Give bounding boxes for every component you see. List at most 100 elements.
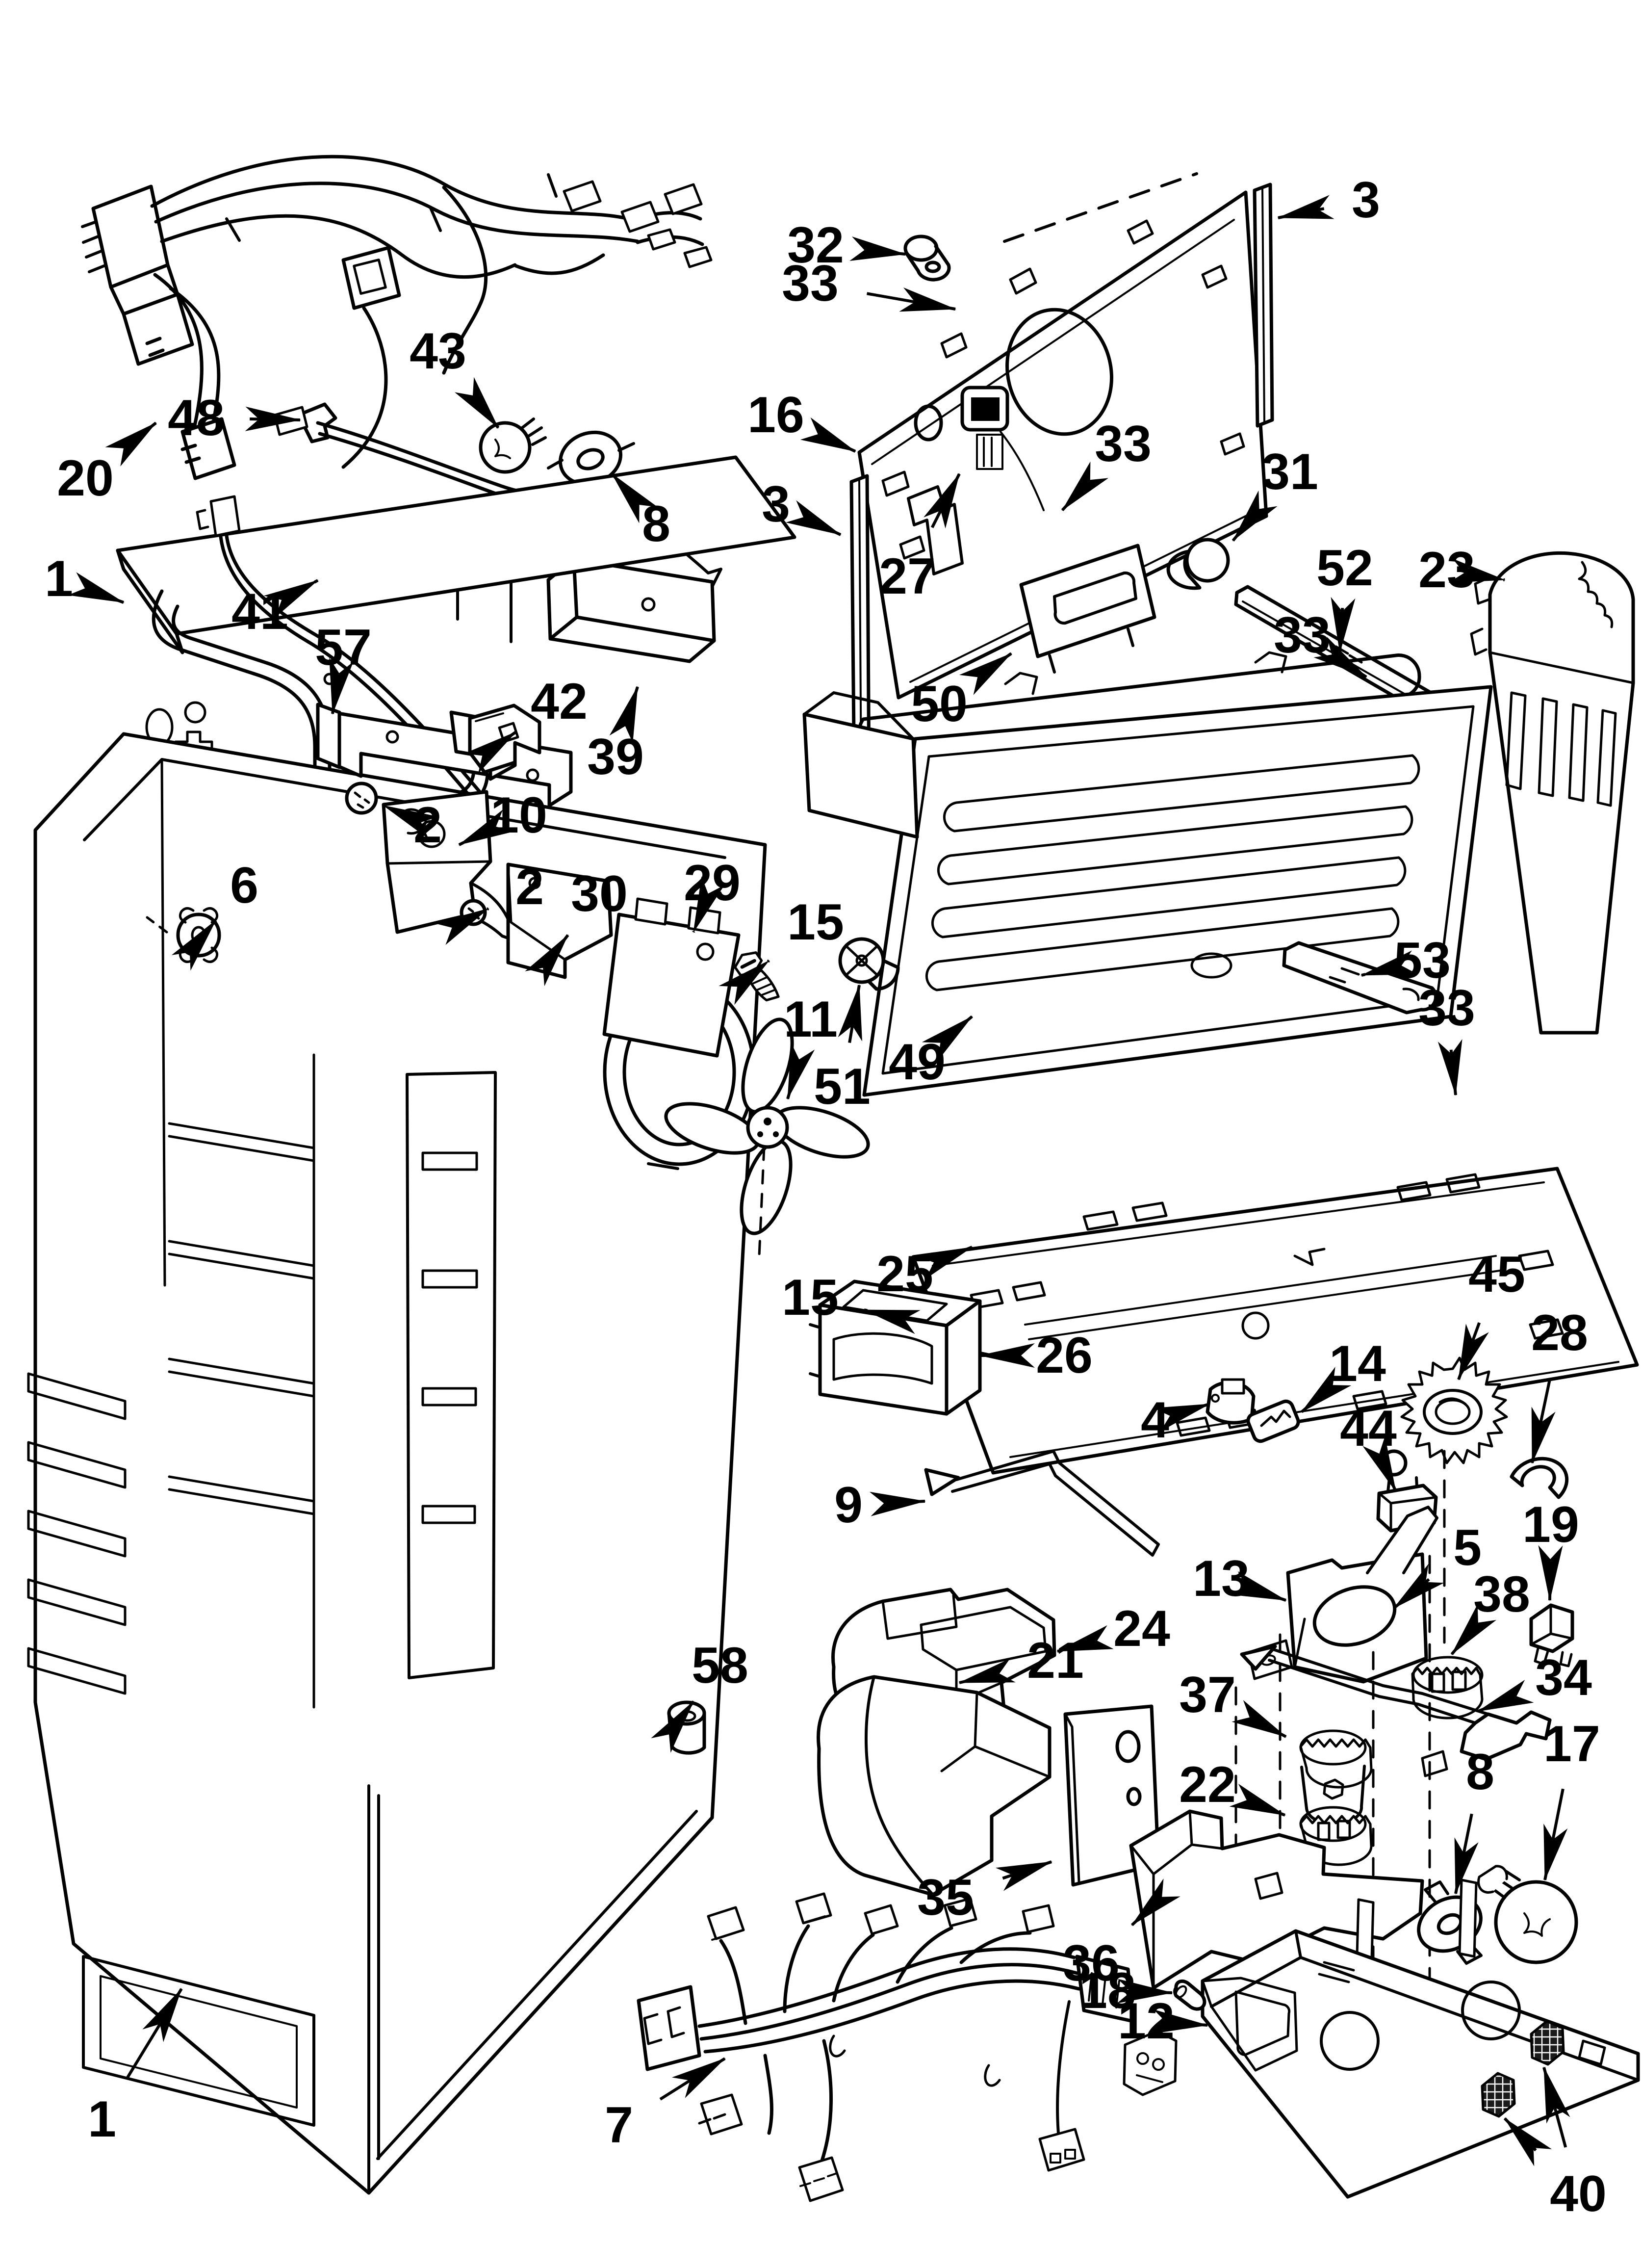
callout-number-26: 26 [1036, 1327, 1093, 1384]
callout-arrow-49 [922, 1015, 973, 1061]
callout-number-43: 43 [410, 323, 466, 380]
callout-arrow-33 [1437, 1039, 1462, 1096]
evaporator-pan [802, 651, 1493, 1097]
callout-arrow-8 [611, 473, 658, 523]
callout-number-10: 10 [490, 787, 547, 844]
air-tower [1470, 551, 1635, 1035]
hatched-pad [1481, 2020, 1565, 2118]
callout-arrow-21 [958, 1658, 1016, 1684]
callout-arrow-51 [838, 984, 862, 1043]
callout-arrow-29 [692, 876, 725, 933]
callout-number-45: 45 [1468, 1246, 1525, 1303]
callout-arrow-31 [1232, 490, 1278, 542]
callout-number-30: 30 [571, 865, 628, 922]
bullet-bearing [1173, 1979, 1206, 2011]
callout-number-1: 1 [45, 550, 73, 607]
callout-number-3: 3 [1352, 172, 1380, 229]
callout-number-22: 22 [1179, 1756, 1236, 1813]
callout-number-27: 27 [879, 548, 936, 605]
callout-arrow-28 [1531, 1378, 1556, 1464]
callout-arrow-16 [800, 417, 856, 453]
callout-number-41: 41 [231, 583, 288, 640]
callout-number-33: 33 [1418, 980, 1475, 1037]
breaker-strip-right [1253, 182, 1274, 428]
appliance-bulb [1477, 1865, 1578, 1964]
cover-plate-small [1019, 544, 1156, 674]
callout-arrow-7 [659, 2057, 726, 2101]
callout-number-2: 2 [515, 859, 544, 915]
callout-number-57: 57 [315, 619, 372, 676]
fan-bracket-29 [602, 897, 741, 1058]
callout-arrow-33 [1061, 461, 1109, 512]
callout-number-15: 15 [787, 894, 844, 951]
callout-arrow-9 [869, 1491, 926, 1516]
callout-arrow-40 [1542, 2066, 1570, 2148]
callout-arrow-8 [1454, 1813, 1479, 1895]
terminal-block [1529, 1603, 1574, 1668]
air-duct-lower [817, 1675, 1052, 1897]
callout-arrow-14 [1301, 1367, 1352, 1413]
mounting-nut [345, 782, 378, 815]
callout-arrow-44 [1362, 1436, 1397, 1492]
callout-number-33: 33 [1095, 416, 1152, 472]
callout-arrow-43 [455, 377, 500, 429]
duct-cover-plate [1063, 1704, 1160, 1887]
callout-number-35: 35 [917, 1869, 974, 1926]
liner-cabinet [27, 732, 767, 2195]
defrost-timer-motor [1206, 1378, 1256, 1425]
callout-arrow-53 [1360, 950, 1418, 977]
callout-arrow-35 [995, 1860, 1052, 1891]
roller-grommet [838, 937, 900, 991]
callout-number-18: 18 [1079, 1962, 1136, 2019]
callout-arrow-3 [1277, 195, 1334, 219]
callout-number-32: 32 [787, 217, 844, 274]
callout-number-33: 33 [1274, 607, 1331, 664]
callout-number-24: 24 [1113, 1600, 1170, 1657]
callout-number-38: 38 [1473, 1566, 1530, 1623]
wire-trough [546, 557, 716, 663]
callout-number-33: 33 [782, 255, 839, 312]
c-clip [1510, 1457, 1569, 1499]
callout-number-11: 11 [784, 991, 838, 1048]
callout-arrow-1 [68, 572, 125, 604]
callout-arrow-39 [609, 686, 639, 743]
callout-number-14: 14 [1329, 1335, 1386, 1392]
callout-number-8: 8 [1466, 1744, 1494, 1800]
callout-arrow-38 [1450, 1604, 1497, 1655]
spacer [903, 235, 951, 282]
callout-arrow-11 [786, 1043, 815, 1100]
callout-number-25: 25 [876, 1246, 933, 1303]
wire-harness-top [81, 155, 713, 480]
callout-number-7: 7 [605, 2097, 633, 2154]
bottom-tray [1201, 1929, 1640, 2199]
callout-number-34: 34 [1535, 1649, 1592, 1706]
callout-number-17: 17 [1543, 1716, 1600, 1773]
callout-arrow-18 [1117, 1979, 1173, 2004]
support-bracket-57 [316, 703, 573, 808]
callout-arrow-4 [1153, 1403, 1210, 1432]
callout-number-8: 8 [642, 495, 670, 552]
callout-number-31: 31 [1261, 443, 1318, 500]
callout-arrow-37 [1232, 1700, 1287, 1738]
callout-arrow-20 [105, 421, 157, 467]
fan-blade [664, 1017, 870, 1257]
callout-arrow-1 [126, 1988, 183, 2079]
callout-arrow-58 [651, 1700, 695, 1753]
callout-number-2: 2 [413, 797, 442, 854]
callout-number-53: 53 [1394, 932, 1451, 989]
callout-number-37: 37 [1179, 1667, 1236, 1723]
callout-number-23: 23 [1418, 542, 1475, 599]
callout-arrow-45 [1457, 1322, 1489, 1381]
callout-arrow-40 [1503, 2117, 1552, 2166]
callout-arrow-24 [1056, 1625, 1114, 1653]
callout-number-1: 1 [88, 2091, 116, 2148]
callout-arrow-6 [171, 919, 217, 971]
callout-arrow-33 [867, 287, 956, 312]
callout-arrow-33 [1313, 637, 1367, 678]
drain-tube [924, 1450, 1160, 1557]
callout-number-3: 3 [762, 476, 790, 533]
callout-number-44: 44 [1340, 1400, 1397, 1457]
gear-cup [1299, 1729, 1373, 1826]
callout-number-40: 40 [1550, 2165, 1607, 2222]
